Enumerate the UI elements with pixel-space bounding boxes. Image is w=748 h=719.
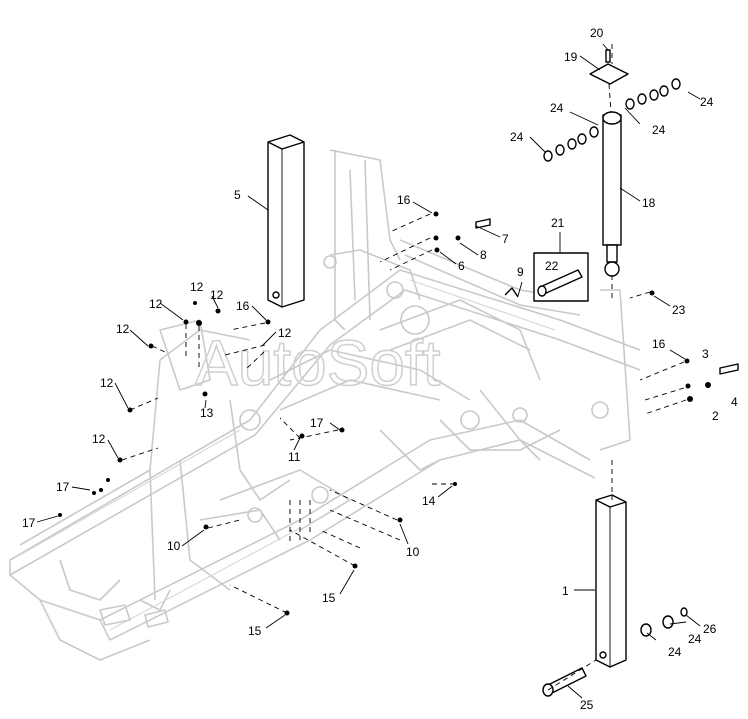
callout-23: 23 [672, 303, 686, 317]
callout-15: 15 [322, 591, 336, 605]
callout-4: 4 [731, 395, 738, 409]
callout-24: 24 [668, 645, 682, 659]
fasteners [58, 211, 739, 616]
part-19-plate [589, 63, 629, 85]
chassis-frame [9, 149, 641, 661]
callout-22: 22 [545, 259, 559, 273]
callout-9: 9 [517, 265, 524, 279]
callout-12: 12 [92, 432, 106, 446]
callout-3: 3 [702, 347, 709, 361]
callout-17: 17 [22, 516, 36, 530]
dashed-alignment-lines [121, 44, 687, 691]
part-21-kit-box [533, 252, 589, 302]
callout-24: 24 [700, 95, 714, 109]
callout-5: 5 [234, 188, 241, 202]
callout-21: 21 [551, 216, 565, 230]
part-24-washers-right [625, 78, 681, 110]
callout-11: 11 [288, 450, 301, 464]
callout-16: 16 [397, 193, 411, 207]
callout-12: 12 [100, 376, 114, 390]
watermark-text: AutoSoft [195, 327, 441, 399]
callout-24: 24 [510, 130, 524, 144]
callout-20: 20 [590, 26, 604, 40]
callout-26: 26 [703, 622, 717, 636]
callout-14: 14 [422, 494, 436, 508]
callout-17: 17 [56, 480, 70, 494]
callout-12: 12 [210, 288, 224, 302]
part-18-cylinder [602, 111, 622, 277]
callout-7: 7 [502, 232, 509, 246]
callout-16: 16 [652, 337, 666, 351]
callout-6: 6 [458, 259, 465, 273]
callout-25: 25 [580, 698, 594, 712]
callout-18: 18 [642, 196, 656, 210]
callout-24: 24 [550, 101, 564, 115]
callout-10: 10 [167, 539, 181, 553]
part-20-bolt [605, 49, 611, 63]
callout-labels: 20 19 24 24 24 24 18 5 16 7 8 6 21 22 9 … [22, 26, 738, 712]
callout-10: 10 [406, 545, 420, 559]
callout-8: 8 [480, 248, 487, 262]
callout-15: 15 [248, 624, 262, 638]
callout-16: 16 [236, 299, 250, 313]
callout-1: 1 [562, 584, 569, 598]
callout-13: 13 [200, 406, 214, 420]
part-1-tube [595, 494, 627, 668]
callout-19: 19 [564, 50, 578, 64]
part-24-washers-lower [640, 607, 688, 637]
part-24-washers-left [543, 126, 599, 162]
callout-2: 2 [712, 409, 719, 423]
part-5-tube [267, 134, 305, 308]
part-25-pin [542, 667, 587, 697]
callout-12: 12 [149, 297, 163, 311]
callout-12: 12 [190, 280, 204, 294]
callout-12: 12 [116, 322, 130, 336]
callout-24: 24 [688, 632, 702, 646]
leader-lines [36, 43, 701, 699]
callout-17: 17 [310, 416, 324, 430]
callout-12: 12 [278, 326, 292, 340]
callout-24: 24 [652, 123, 666, 137]
